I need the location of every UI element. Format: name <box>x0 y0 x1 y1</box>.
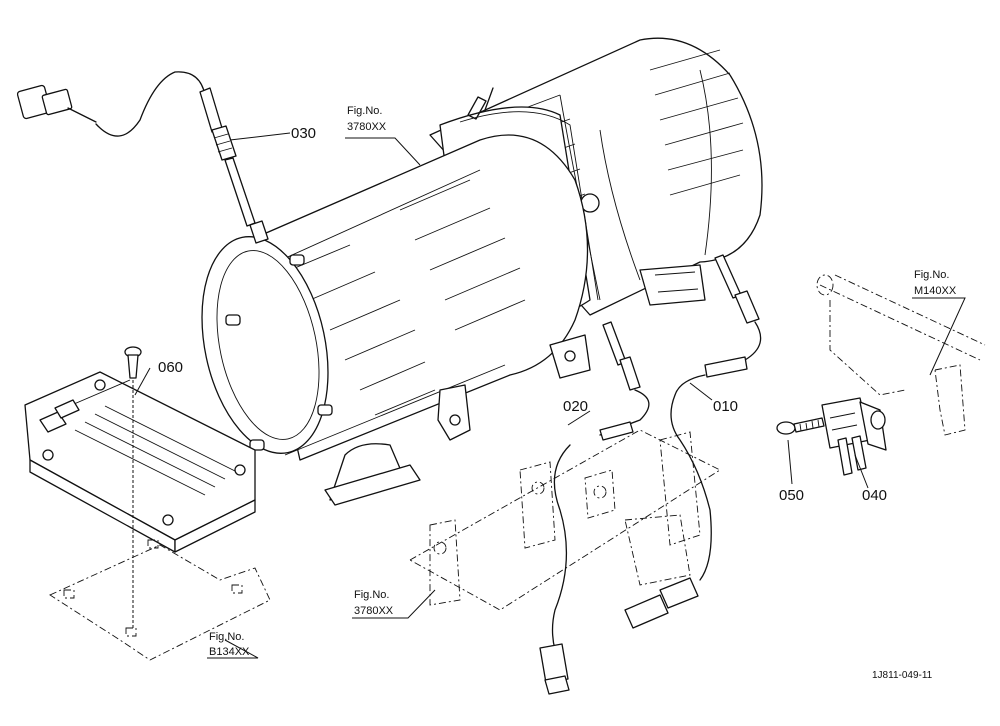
part-label-030: 030 <box>291 125 316 142</box>
frame-phantom <box>816 274 986 436</box>
dpf-muffler-assembly <box>201 37 763 506</box>
fig-ref-dpf-top-line1: Fig.No. <box>347 105 382 117</box>
ecu-bracket-phantom <box>49 539 271 661</box>
fig-ref-frame-line2: M140XX <box>914 285 957 297</box>
fig-ref-dpf-bracket-line1: Fig.No. <box>354 589 389 601</box>
leader-lines <box>134 132 966 659</box>
fig-ref-ecu-bracket-line1: Fig.No. <box>209 631 244 643</box>
dpf-bracket-phantom <box>409 429 721 611</box>
exhaust-temp-sensor-030 <box>16 71 269 244</box>
fig-ref-ecu-bracket-line2: B134XX <box>209 646 250 658</box>
part-label-060: 060 <box>158 359 183 376</box>
part-label-050: 050 <box>779 487 804 504</box>
exhaust-temp-sensor-020 <box>539 321 650 695</box>
differential-pressure-sensor-040 <box>821 397 887 476</box>
fig-ref-dpf-bracket-line2: 3780XX <box>354 605 394 617</box>
ecu-controller-060 <box>24 346 256 630</box>
exhaust-temp-sensor-010 <box>624 254 762 629</box>
fig-ref-frame-line1: Fig.No. <box>914 269 949 281</box>
part-label-010: 010 <box>713 398 738 415</box>
fig-ref-dpf-top-line2: 3780XX <box>347 121 387 133</box>
part-label-020: 020 <box>563 398 588 415</box>
bolt-050 <box>776 417 825 435</box>
part-label-040: 040 <box>862 487 887 504</box>
drawing-code: 1J811-049-11 <box>872 670 933 681</box>
